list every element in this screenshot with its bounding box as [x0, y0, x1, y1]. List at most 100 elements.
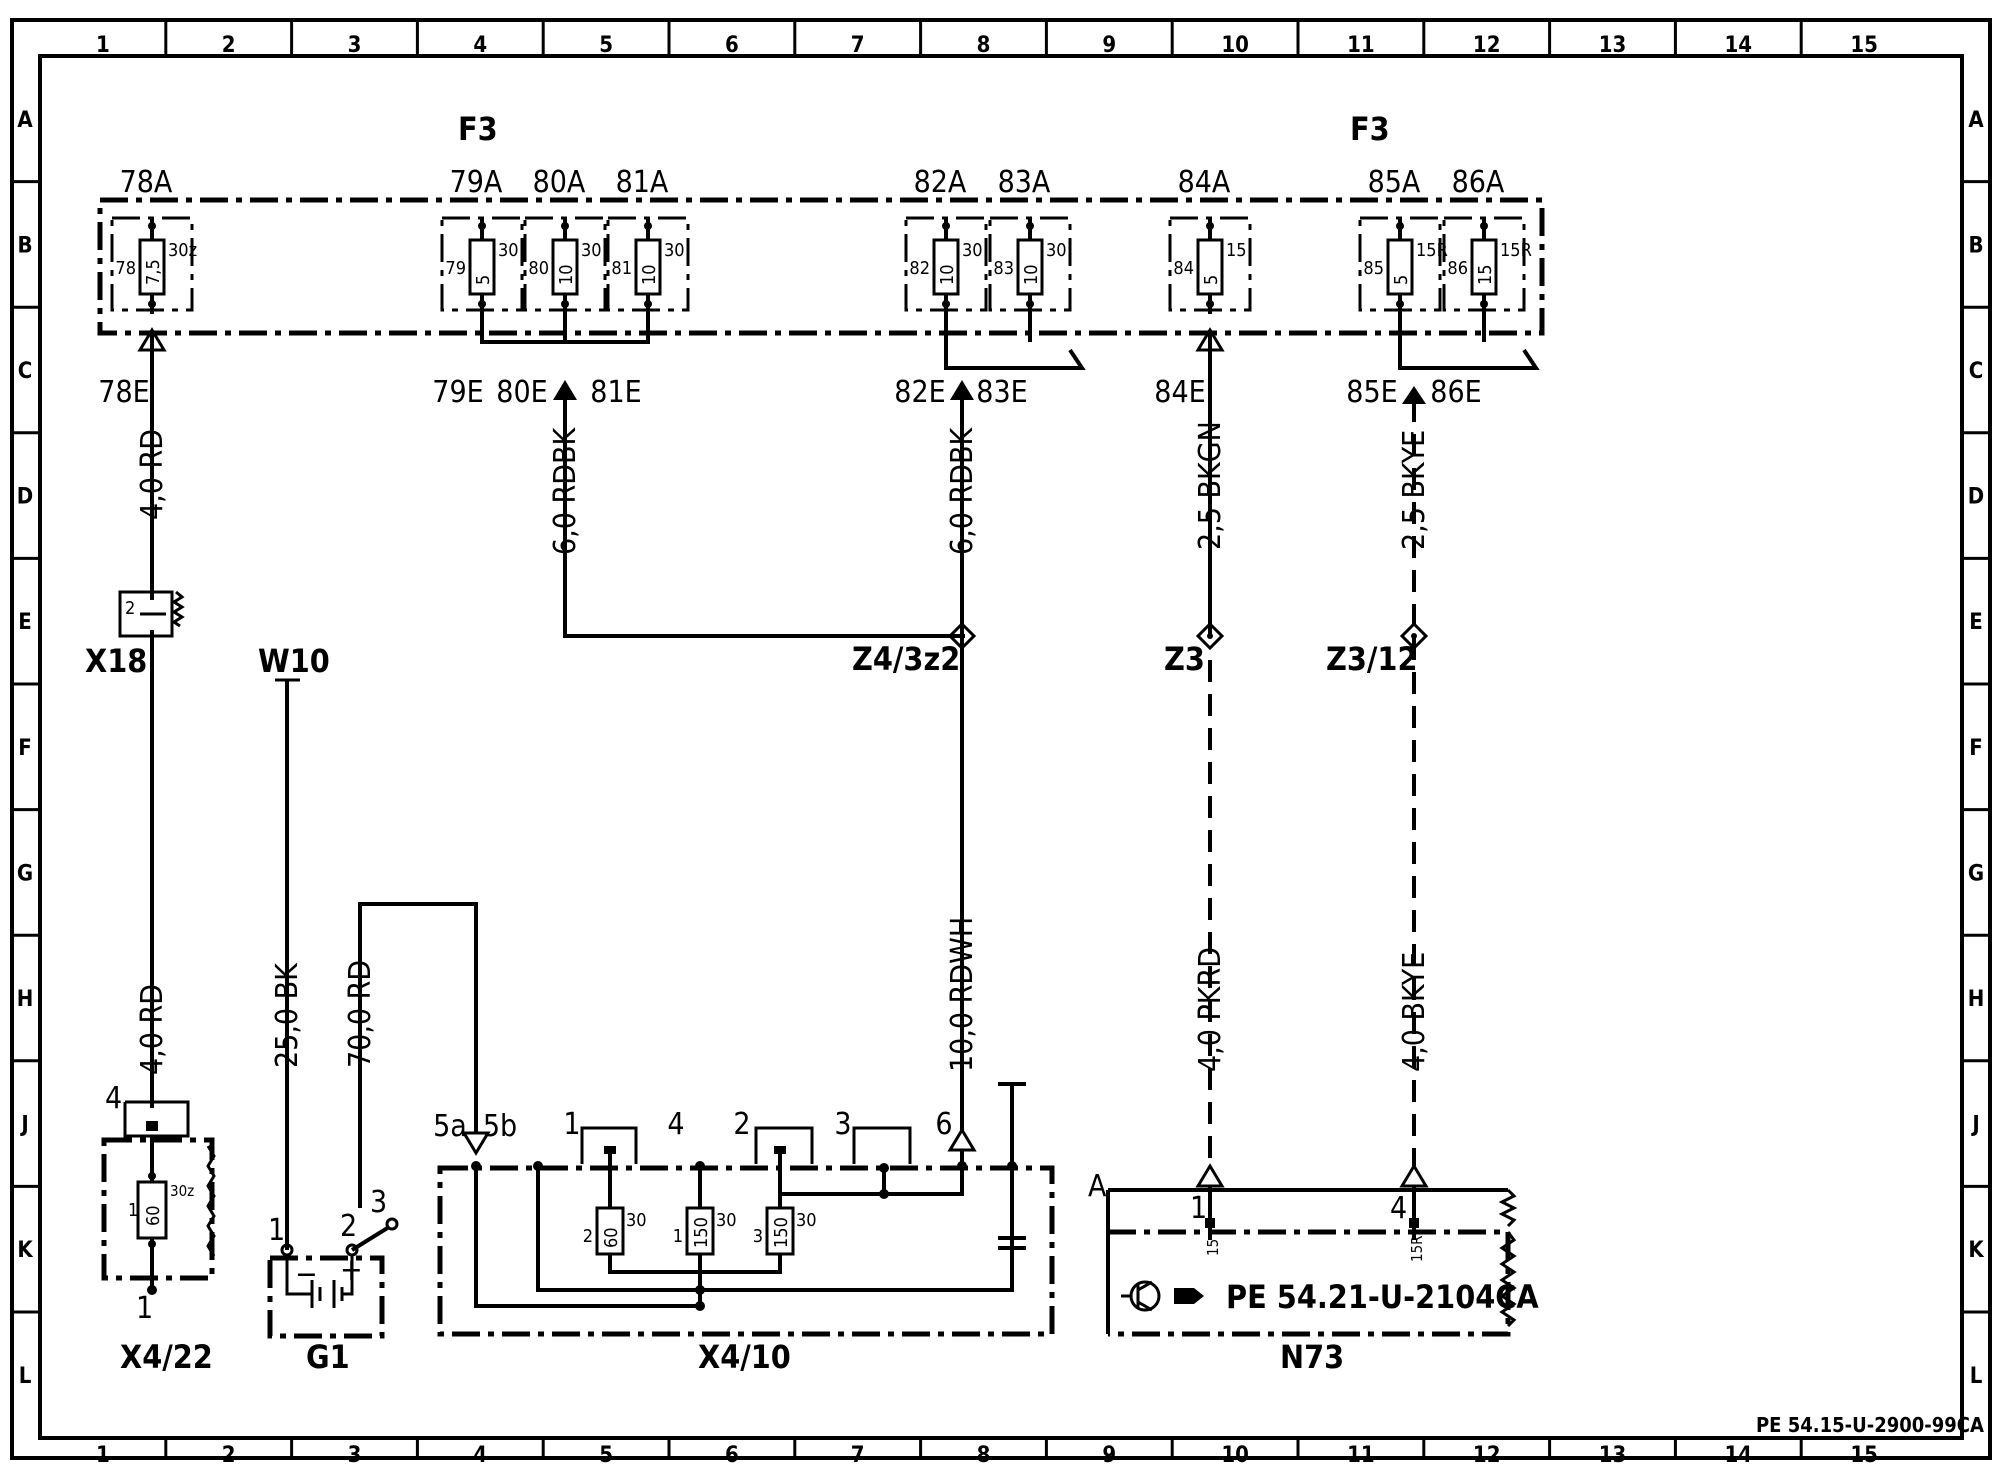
z4-label: Z4/3z2	[852, 640, 960, 678]
wire-label-80: 6,0 RDBK	[548, 426, 583, 555]
x410-pin-5b: 5b	[483, 1109, 517, 1144]
grid-col-bottom-12: 12	[1473, 1443, 1501, 1468]
document-reference: PE 54.15-U-2900-99CA	[1756, 1413, 1984, 1437]
x410-pin-5a: 5a	[433, 1109, 467, 1144]
wire-label-78-lower: 4,0 RD	[135, 984, 170, 1075]
grid-col-bottom-1: 1	[96, 1443, 110, 1468]
grid-col-9: 9	[1102, 33, 1116, 58]
n73-ref-text: PE 54.21-U-2104CA	[1226, 1278, 1539, 1316]
grid-col-bottom-13: 13	[1599, 1443, 1627, 1468]
grid-row-right-D: D	[1968, 485, 1984, 510]
x410-fuse-3-terminal: 30	[796, 1210, 817, 1231]
x410-fuse-3-rating: 150	[771, 1217, 792, 1248]
grid-row-C: C	[18, 359, 33, 384]
grid-row-J: J	[19, 1113, 28, 1138]
x410-pin-1: 1	[563, 1107, 580, 1142]
grid-col-bottom-14: 14	[1725, 1443, 1753, 1468]
grid-col-bottom-7: 7	[851, 1443, 865, 1468]
grid-col-bottom-3: 3	[348, 1443, 362, 1468]
x410-fuse-3: 150 3 30	[753, 1206, 817, 1256]
x422-pin-top: 4	[105, 1081, 122, 1116]
fuse-80-top-label: 80A	[533, 165, 586, 200]
g1-battery: 1 2 3 − +	[267, 1185, 399, 1339]
fuse-79-top-label: 79A	[450, 165, 503, 200]
fuse-80-number: 80	[528, 258, 549, 279]
x422-fuse-num: 1	[128, 1200, 138, 1221]
wire-labels: 4,0 RD 4,0 RD 6,0 RDBK 6,0 RDBK 2,5 BKGN…	[135, 421, 1432, 1075]
n73-a-label: A	[1088, 1169, 1107, 1204]
fuse-84-terminal: 15	[1226, 240, 1247, 261]
fuse-81-bottom-label: 81E	[590, 375, 641, 410]
grid-col-bottom-8: 8	[977, 1443, 991, 1468]
grid-row-G: G	[17, 861, 33, 886]
x18-pin-label: 2	[125, 598, 135, 619]
fuse-79-rating: 5	[473, 275, 494, 285]
grid-row-right-F: F	[1969, 736, 1983, 761]
grid-row-B: B	[17, 233, 32, 258]
x410-pin-4: 4	[667, 1107, 684, 1142]
grid-col-14: 14	[1725, 33, 1753, 58]
grid-row-right-J: J	[1970, 1113, 1979, 1138]
grid-row-F: F	[18, 736, 32, 761]
fuse-82-number: 82	[909, 258, 930, 279]
x410-label: X4/10	[698, 1338, 791, 1376]
fuse-86-bottom-label: 86E	[1430, 375, 1481, 410]
fuse-78-top-label: 78A	[120, 165, 173, 200]
fuse-83-terminal: 30	[1046, 240, 1067, 261]
x410-fuse-2-number: 2	[583, 1226, 593, 1247]
n73-term-4: 15R	[1408, 1235, 1426, 1262]
grid-col-11: 11	[1347, 33, 1375, 58]
x422-fuse-term: 30z	[170, 1182, 194, 1200]
fuse-81-rating: 10	[639, 264, 660, 285]
x422-label: X4/22	[120, 1338, 213, 1376]
grid-col-bottom-2: 2	[222, 1443, 236, 1468]
wire-label-82: 6,0 RDBK	[945, 426, 980, 555]
w10-label: W10	[258, 642, 330, 680]
grid-row-right-A: A	[1968, 108, 1984, 133]
x410-fuse-3-number: 3	[753, 1226, 763, 1247]
grid-col-15: 15	[1850, 33, 1878, 58]
grid-col-10: 10	[1221, 33, 1249, 58]
grid-col-bottom-15: 15	[1850, 1443, 1878, 1468]
g1-label: G1	[306, 1338, 350, 1376]
fuse-80-rating: 10	[556, 264, 577, 285]
fuse-79-bottom-label: 79E	[432, 375, 483, 410]
fuse-79-terminal: 30	[498, 240, 519, 261]
x18-connector: 2	[118, 590, 185, 638]
grid-col-bottom-5: 5	[599, 1443, 613, 1468]
x410-pin-6: 6	[935, 1107, 952, 1142]
fuse-78-rating: 7,5	[143, 259, 164, 285]
fuse-81-number: 81	[611, 258, 632, 279]
fuse-86-rating: 15	[1475, 264, 1496, 285]
fuse-83-rating: 10	[1021, 264, 1042, 285]
grid-col-7: 7	[851, 33, 865, 58]
fuse-82-bottom-label: 82E	[894, 375, 945, 410]
fuse-82-rating: 10	[937, 264, 958, 285]
z312-label: Z3/12	[1326, 640, 1417, 678]
splice-points	[947, 621, 1429, 651]
n73-label: N73	[1280, 1338, 1344, 1376]
x422-fuse-rating: 60	[143, 1205, 164, 1226]
fuse-86-number: 86	[1447, 258, 1468, 279]
fuse-78-number: 78	[115, 258, 136, 279]
grid-row-E: E	[18, 610, 32, 635]
grid-col-4: 4	[473, 33, 487, 58]
x410-fuse-1-terminal: 30	[716, 1210, 737, 1231]
fuse-83-top-label: 83A	[998, 165, 1051, 200]
g1-pin-2: 2	[340, 1209, 357, 1244]
wire-label-g1-pos: 70,0 RD	[343, 960, 378, 1068]
drawing-frame	[10, 18, 1992, 1460]
g1-pin-1: 1	[268, 1213, 285, 1248]
grid-col-12: 12	[1473, 33, 1501, 58]
